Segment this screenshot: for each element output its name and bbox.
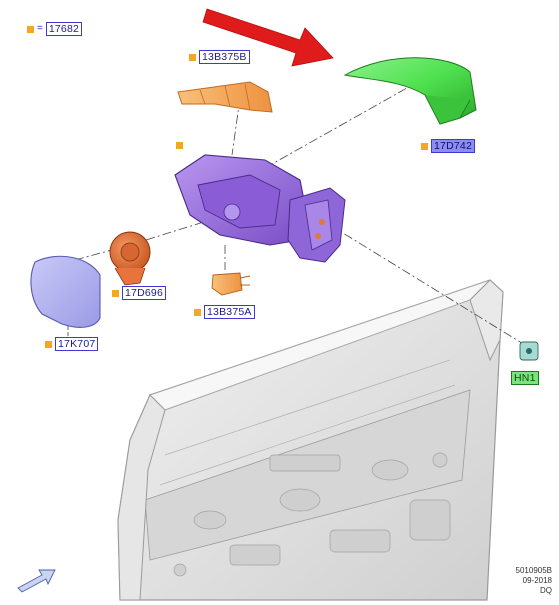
callout-17d696: 17D696 xyxy=(112,286,166,300)
turn-lamp-13b375b xyxy=(177,81,273,113)
direction-arrow-icon xyxy=(17,569,56,593)
callout-housing-marker xyxy=(176,138,183,152)
callout-equals: = xyxy=(37,23,43,34)
callout-label: 13B375B xyxy=(199,50,250,64)
callout-label: 17682 xyxy=(45,22,83,36)
door-panel xyxy=(117,279,504,601)
callout-marker xyxy=(45,340,52,348)
connector-hn1 xyxy=(519,341,539,361)
mirror-cap-17d742 xyxy=(343,57,477,125)
callout-marker xyxy=(112,289,119,297)
actuator-17d696 xyxy=(109,231,151,286)
callout-hn1: HN1 xyxy=(511,371,539,385)
callout-label: HN1 xyxy=(511,371,539,385)
callout-17d742: 17D742 xyxy=(421,139,475,153)
stamp-date: 09-2018 xyxy=(522,576,552,585)
red-indicator-arrow xyxy=(202,8,334,67)
puddle-lamp-13b375a xyxy=(211,272,251,296)
callout-13b375a: 13B375A xyxy=(194,305,255,319)
callout-marker xyxy=(27,25,34,33)
mirror-glass-17k707 xyxy=(30,255,101,342)
callout-17k707: 17K707 xyxy=(45,337,99,351)
callout-marker xyxy=(194,308,201,316)
mirror-housing-17682 xyxy=(174,154,346,263)
callout-label: 17K707 xyxy=(55,337,99,351)
stamp-code: 5010905B xyxy=(515,566,552,575)
callout-label: 17D696 xyxy=(122,286,166,300)
callout-marker xyxy=(189,53,196,61)
callout-13b375b: 13B375B xyxy=(189,50,250,64)
stamp-initials: DQ xyxy=(540,586,552,595)
callout-marker xyxy=(421,142,428,150)
callout-17682: = 17682 xyxy=(27,22,83,36)
callout-label: 13B375A xyxy=(204,305,255,319)
callout-marker xyxy=(176,141,183,149)
drawing-stamp: 5010905B 09-2018 DQ xyxy=(490,566,552,596)
callout-label: 17D742 xyxy=(431,139,475,153)
